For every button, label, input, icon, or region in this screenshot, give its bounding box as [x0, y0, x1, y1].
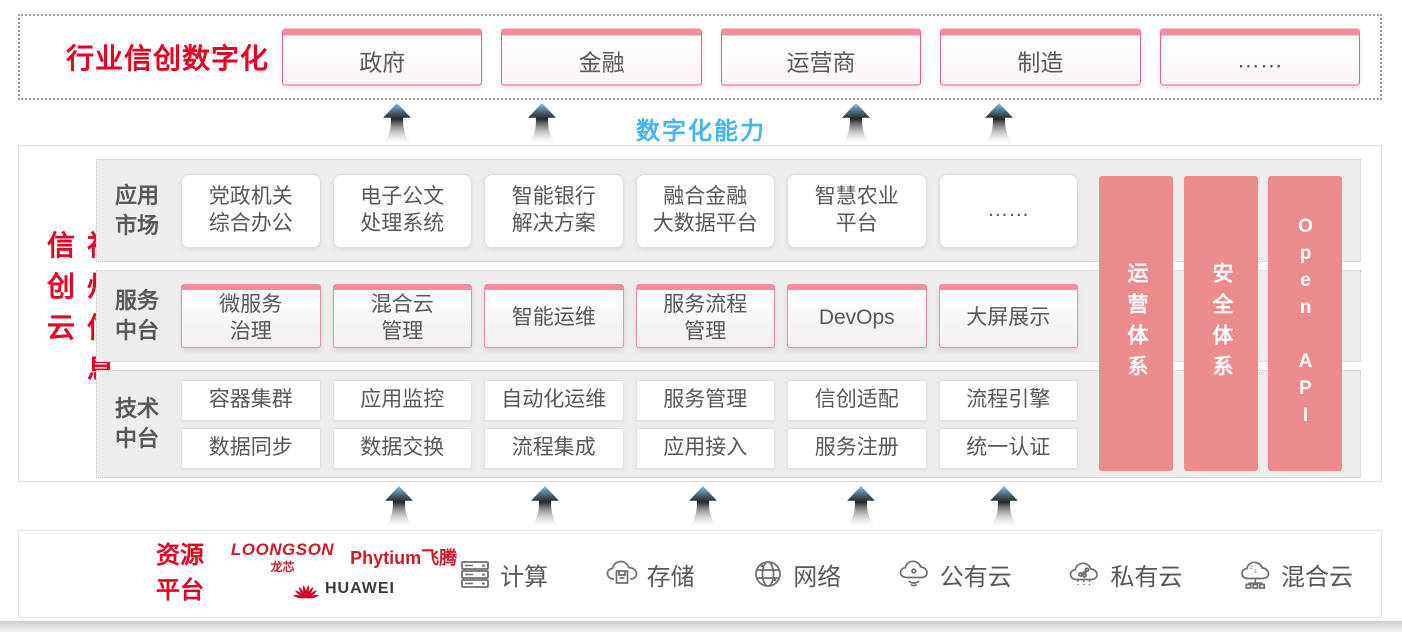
svg-text:z: z	[1250, 565, 1253, 571]
service-card: 混合云 管理	[332, 284, 472, 348]
public-cloud-icon	[899, 560, 928, 587]
tech-card: 服务注册	[787, 427, 927, 469]
tech-card: 容器集群	[181, 379, 321, 421]
digital-capability-label: 数字化能力	[636, 118, 766, 145]
storage-icon	[606, 560, 637, 584]
up-arrow-icon	[841, 103, 871, 143]
tech-card: 流程集成	[484, 427, 624, 469]
resource-platform-panel: 资源 平台 LOONGSON 龙芯 Phytium飞腾	[18, 530, 1382, 618]
up-arrow-icon	[846, 486, 876, 526]
resource-item-private-cloud: 私有云	[1067, 556, 1182, 592]
tech-card-grid: 容器集群 应用监控 自动化运维 服务管理 信创适配 流程引擎 数据同步 数据交换…	[181, 379, 1078, 469]
compute-icon	[461, 561, 489, 588]
industry-box-manufacturing: 制造	[940, 28, 1141, 86]
up-arrow-icon	[384, 486, 414, 526]
tech-card: 流程引擎	[938, 379, 1078, 421]
resource-item-storage: 存储	[604, 556, 695, 592]
tech-card-row: 数据同步 数据交换 流程集成 应用接入 服务注册 统一认证	[181, 427, 1078, 469]
app-card-more: ……	[938, 173, 1078, 248]
pillar-security: 安全体系	[1184, 176, 1258, 471]
service-card-list: 微服务 治理 混合云 管理 智能运维 服务流程 管理 DevOps 大屏展示	[181, 284, 1078, 348]
phytium-logo: Phytium飞腾	[350, 548, 458, 568]
service-card: 智能运维	[484, 284, 624, 348]
app-card: 融合金融 大数据平台	[635, 173, 775, 248]
app-market-label: 应用 市场	[115, 182, 160, 238]
app-card: 智能银行 解决方案	[484, 173, 624, 248]
up-arrow-icon	[688, 486, 718, 526]
resource-item-network: 网络	[750, 556, 841, 592]
tech-card: 统一认证	[938, 427, 1078, 469]
private-cloud-icon	[1070, 562, 1099, 585]
app-card: 智慧农业 平台	[787, 173, 927, 248]
tech-card: 数据交换	[332, 427, 472, 469]
industry-banner: 行业信创数字化 政府 金融 运营商 制造 ……	[18, 14, 1382, 100]
industry-box-telecom: 运营商	[720, 28, 922, 86]
up-arrow-icon	[530, 486, 560, 526]
up-arrow-icon	[382, 103, 412, 143]
industry-box-government: 政府	[282, 28, 483, 86]
industry-box-list: 政府 金融 运营商 制造 ……	[282, 28, 1361, 86]
tech-card: 自动化运维	[484, 379, 624, 421]
tech-card: 应用监控	[332, 379, 472, 421]
hybrid-cloud-icon: zz	[1241, 561, 1270, 589]
service-card: DevOps	[787, 284, 927, 348]
service-card: 微服务 治理	[181, 284, 321, 348]
huawei-flower-icon	[293, 585, 319, 599]
resource-platform-title: 资源 平台	[156, 542, 204, 604]
service-card: 大屏展示	[938, 284, 1078, 348]
industry-banner-title: 行业信创数字化	[66, 43, 270, 74]
tech-card: 信创适配	[787, 379, 927, 421]
tech-card: 数据同步	[181, 427, 321, 469]
resource-item-compute: 计算	[457, 556, 548, 592]
tech-middle-label: 技术 中台	[115, 396, 160, 451]
service-middle-label: 服务 中台	[115, 288, 160, 343]
up-arrow-icon	[984, 103, 1014, 143]
network-icon	[755, 561, 782, 587]
bottom-edge-strip	[0, 621, 1402, 632]
platform-panel: 神州信息信创云 应用 市场 党政机关 综合办公 电子公文 处理系统 智能银行 解…	[18, 145, 1382, 482]
pillar-open-api: Open API	[1268, 176, 1342, 471]
pillar-operations: 运营体系	[1099, 176, 1173, 471]
vendor-logos: LOONGSON 龙芯 Phytium飞腾	[209, 540, 479, 599]
industry-box-finance: 金融	[501, 28, 702, 86]
huawei-logo: HUAWEI	[293, 578, 395, 599]
tech-card: 服务管理	[635, 379, 775, 421]
service-card: 服务流程 管理	[635, 284, 775, 348]
svg-text:z: z	[1254, 569, 1257, 575]
tech-card: 应用接入	[635, 427, 775, 469]
tech-card-row: 容器集群 应用监控 自动化运维 服务管理 信创适配 流程引擎	[181, 379, 1078, 421]
resource-item-list: 计算 存储	[457, 531, 1353, 617]
loongson-logo: LOONGSON 龙芯	[230, 540, 335, 574]
app-card: 电子公文 处理系统	[332, 173, 472, 248]
resource-item-public-cloud: 公有云	[897, 556, 1012, 592]
up-arrow-icon	[989, 486, 1019, 526]
up-arrow-icon	[527, 103, 557, 143]
app-card-list: 党政机关 综合办公 电子公文 处理系统 智能银行 解决方案 融合金融 大数据平台…	[181, 173, 1078, 248]
app-card: 党政机关 综合办公	[181, 173, 321, 248]
industry-box-more: ……	[1159, 28, 1361, 86]
